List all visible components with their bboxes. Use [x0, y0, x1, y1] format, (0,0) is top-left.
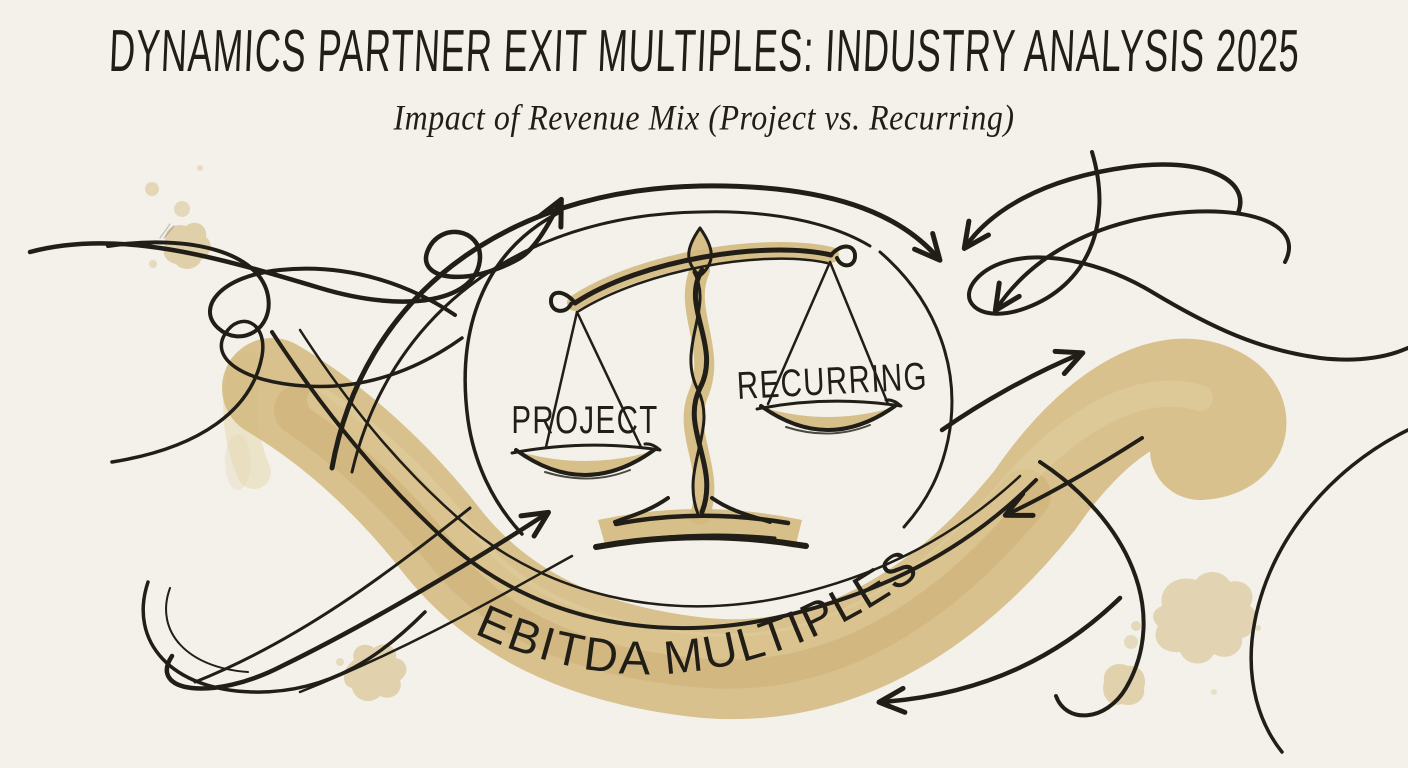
splatter-dot	[1124, 635, 1138, 649]
loop-line-top-left	[106, 240, 457, 339]
scale-left-string-a	[544, 310, 579, 449]
splatter-dot	[149, 260, 157, 268]
watercolor-splatters	[145, 165, 1261, 706]
scale-foot-flare	[613, 496, 670, 524]
scale-left-string-b	[575, 310, 643, 449]
splatter-dot	[174, 201, 190, 217]
arrow-top-left-up-right	[27, 196, 564, 304]
ink-flow-lines	[106, 150, 1408, 754]
scale-beam-outline-inner	[577, 257, 829, 313]
circle-arc-right	[878, 250, 954, 529]
splatter-dot	[197, 165, 203, 171]
arrow-bottom-pointing-left	[876, 595, 1123, 715]
scale-right-pan-rim	[755, 398, 903, 411]
pencil-scribble	[159, 223, 175, 239]
splatter-dot	[336, 658, 344, 666]
arrow-bottom-left-up-right	[164, 509, 552, 691]
left-pan-label: PROJECT	[511, 399, 658, 442]
twin-line-bottom-left	[298, 554, 574, 694]
loop-line-mid-left	[110, 319, 464, 464]
scale-left-pan-bowl	[514, 448, 656, 477]
exit-curve-bottom-right	[1038, 460, 1146, 718]
scale-base-bottom	[593, 534, 809, 550]
splatter-bottom-left	[343, 644, 407, 702]
ribbon-highlight	[307, 380, 1213, 660]
scale-pole-twist-1	[691, 267, 710, 515]
arrow-right-pointing-down-left	[1002, 436, 1144, 518]
scale-right-pan-shade	[785, 424, 871, 435]
splatter-bottom-right-large	[1153, 571, 1257, 664]
scale-pole-twist-2	[689, 270, 706, 516]
scale-right-string-a	[766, 260, 832, 406]
splatter-dot	[1211, 689, 1217, 695]
right-pan-label: RECURRING	[736, 355, 929, 408]
scale-right-pan-bowl	[759, 404, 897, 432]
scale-beam-right-scroll	[829, 244, 857, 268]
exit-curve-right-edge	[1249, 428, 1408, 754]
swirl-bottom-left	[141, 580, 427, 694]
balance-scale-icon	[510, 226, 903, 550]
scale-beam-left-scroll	[549, 290, 577, 313]
scale-right-string-b	[828, 260, 890, 406]
arrow-right-loop-down-left-1	[961, 162, 1243, 251]
loop-line-top-right	[967, 150, 1408, 362]
swirl-bottom-left-inner	[165, 587, 249, 673]
splatter-dot	[1131, 621, 1141, 631]
circle-arc-left	[463, 210, 562, 536]
splatter-bottom-right-round	[1103, 663, 1146, 706]
scale-left-pan-shade	[544, 469, 631, 480]
scale-base-top	[613, 513, 791, 527]
scale-left-pan-rim	[510, 442, 662, 455]
splatter-dot	[145, 182, 159, 196]
scale-beam-outline	[572, 247, 834, 306]
arrow-right-loop-down-left-2	[992, 209, 1291, 313]
arc-over-scale-inner	[350, 210, 872, 474]
splatter-dot	[1255, 625, 1261, 631]
scale-base-underline	[653, 533, 777, 540]
arrow-mid-right-pointing-right	[939, 348, 1086, 433]
arrow-top-arc-down-right	[329, 183, 943, 471]
flow-arrows	[27, 162, 1291, 715]
sweep-under-banner-outer	[270, 330, 1038, 630]
sweep-under-banner-inner	[298, 328, 1022, 608]
